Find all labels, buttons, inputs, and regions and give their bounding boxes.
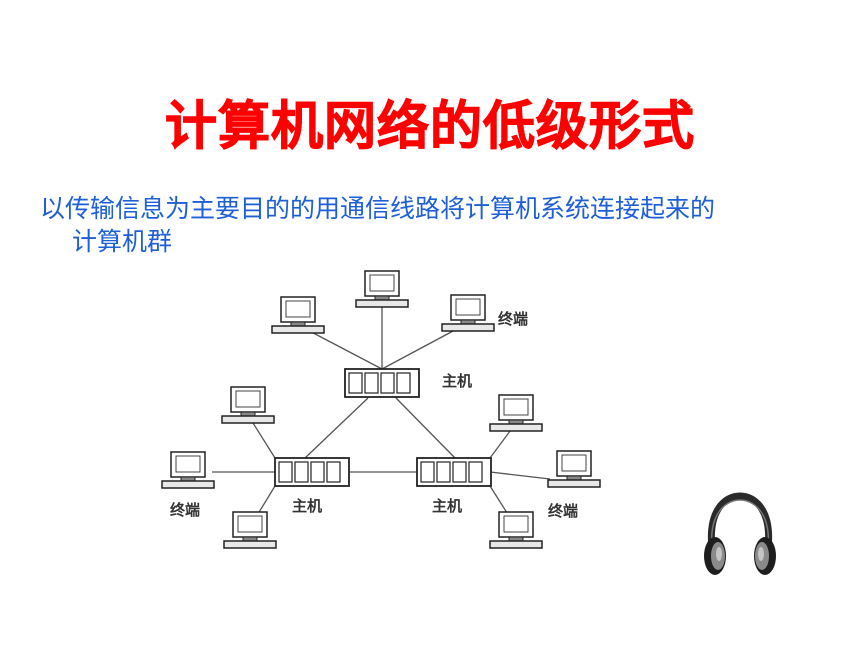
terminal-top-center <box>355 270 409 308</box>
label-terminal-left: 终端 <box>170 501 200 519</box>
link-righthost-pc8 <box>489 471 551 480</box>
host-right <box>416 457 492 487</box>
terminal-left-lower <box>223 511 277 549</box>
terminal-left-middle <box>161 451 215 489</box>
description-line-2: 计算机群 <box>72 227 173 256</box>
host-left <box>274 457 350 487</box>
label-terminal-top: 终端 <box>498 310 528 328</box>
slide-title: 计算机网络的低级形式 <box>164 97 695 158</box>
description-line-1: 以传输信息为主要目的的用通信线路将计算机系统连接起来的 <box>40 194 716 223</box>
label-host-top: 主机 <box>442 372 472 390</box>
headphones-icon[interactable] <box>700 490 780 585</box>
label-terminal-right: 终端 <box>548 502 578 520</box>
terminal-left-upper <box>221 386 275 424</box>
terminal-right-upper <box>489 394 543 432</box>
terminal-top-left <box>271 296 325 334</box>
slide-description: 以传输信息为主要目的的用通信线路将计算机系统连接起来的 计算机群 <box>40 192 830 258</box>
link-tophost-lefthost <box>304 397 369 459</box>
label-host-right: 主机 <box>432 497 462 515</box>
link-tophost-righthost <box>395 397 456 459</box>
terminal-right-middle <box>547 450 601 488</box>
label-host-left: 主机 <box>292 497 322 515</box>
terminal-right-lower <box>489 511 543 549</box>
host-top <box>344 368 420 398</box>
network-diagram: 终端 主机 主机 主机 终端 终端 <box>161 270 601 549</box>
connection-lines <box>212 298 551 528</box>
terminal-top-right <box>441 294 495 332</box>
